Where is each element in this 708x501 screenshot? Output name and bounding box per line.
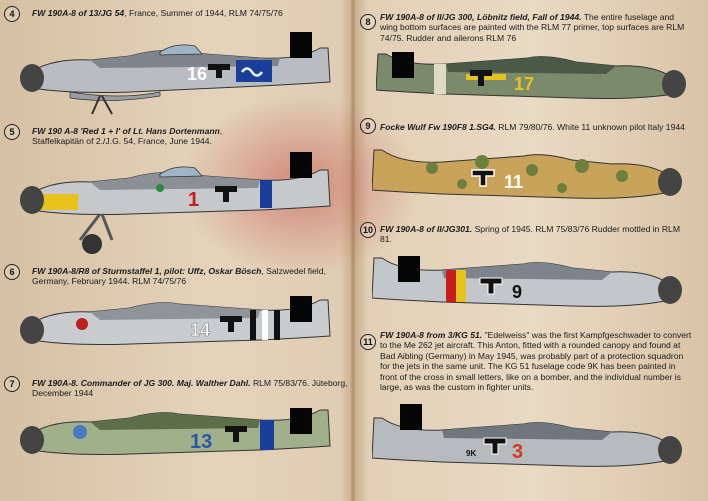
tail-block <box>290 152 312 178</box>
profile-caption: FW 190A-8. Commander of JG 300. Maj. Wal… <box>32 378 348 399</box>
profile-title: FW 190 A-8 'Red 1 + I' of Lt. Hans Dorte… <box>32 126 220 136</box>
fuselage-number: 9 <box>512 282 522 302</box>
fuselage-number: 11 <box>504 172 523 192</box>
profile-number: 5 <box>4 124 20 140</box>
profile-caption: FW 190A-8 of 13/JG 54, France, Summer of… <box>32 8 332 18</box>
profile-title: FW 190A-8 of 13/JG 54 <box>32 8 125 18</box>
profile-desc: The entire fuselage and wing bottom surf… <box>380 12 685 43</box>
profile-desc: December 1944 <box>32 388 94 399</box>
tail-block <box>398 256 420 282</box>
fuselage-number: 17 <box>514 74 534 94</box>
fuselage-number: 3 <box>512 441 523 463</box>
profile-title: FW 190A-8. Commander of JG 300. Maj. Wal… <box>32 378 251 388</box>
profile-desc: "Edelweiss" was the first Kampfgeschwade… <box>380 330 692 393</box>
fuselage-code: 9K <box>466 449 476 458</box>
profile-caption: Focke Wulf Fw 190F8 1.SG4. RLM 79/80/76.… <box>380 122 690 132</box>
profile-title: FW 190A-8/R8 of Sturmstaffel 1, pilot: U… <box>32 266 262 276</box>
aircraft-profile-7: 13 <box>20 409 331 455</box>
aircraft-profile-6: 14 <box>20 299 331 345</box>
profile-number: 9 <box>360 118 376 134</box>
profile-title: FW 190A-8 of II/JG 300, Löbnitz field, F… <box>380 12 582 22</box>
profile-desc: Germany, February 1944. RLM 74/75/76 <box>32 276 187 287</box>
fuselage-number: 16 <box>187 64 207 84</box>
profile-number: 10 <box>360 222 376 238</box>
aircraft-profile-11: 9K 3 <box>372 417 682 467</box>
tail-block <box>392 52 414 78</box>
profile-title: FW 190A-8 of II/JG301. <box>380 224 473 234</box>
aircraft-profile-5: 1 <box>20 166 331 254</box>
aircraft-profile-9: 11 <box>372 149 682 199</box>
fuselage-number: 13 <box>190 431 212 453</box>
aircraft-profile-4: 16 <box>20 44 331 115</box>
tail-block <box>290 408 312 434</box>
profile-caption: FW 190 A-8 'Red 1 + I' of Lt. Hans Dorte… <box>32 126 223 147</box>
profile-number: 8 <box>360 14 376 30</box>
tail-block <box>290 296 312 322</box>
profile-caption: FW 190A-8 from 3/KG 51. "Edelweiss" was … <box>380 330 695 392</box>
profile-number: 11 <box>360 334 376 350</box>
profile-title: Focke Wulf Fw 190F8 1.SG4. <box>380 122 496 132</box>
aircraft-profile-10: 9 <box>372 257 682 307</box>
fuselage-number: 14 <box>190 320 210 340</box>
profile-number: 7 <box>4 376 20 392</box>
profile-desc: Spring of 1945. RLM 75/83/76 Rudder mott… <box>380 224 680 245</box>
profile-desc: Staffelkapitän of 2./J.G. 54, France, Ju… <box>32 136 212 147</box>
profile-desc: RLM 79/80/76. White 11 unknown pilot Ita… <box>495 122 685 132</box>
profile-caption: FW 190A-8 of II/JG301. Spring of 1945. R… <box>380 224 680 245</box>
page-fold <box>350 0 356 501</box>
profile-number: 6 <box>4 264 20 280</box>
fuselage-number: 1 <box>188 189 199 211</box>
tail-block <box>400 404 422 430</box>
profile-caption: FW 190A-8 of II/JG 300, Löbnitz field, F… <box>380 12 690 43</box>
profile-title: FW 190A-8 from 3/KG 51. <box>380 330 483 340</box>
aircraft-profile-8: 17 <box>376 53 686 99</box>
tail-block <box>290 32 312 58</box>
profile-number: 4 <box>4 6 20 22</box>
profile-desc: , France, Summer of 1944, RLM 74/75/76 <box>124 8 283 18</box>
profile-caption: FW 190A-8/R8 of Sturmstaffel 1, pilot: U… <box>32 266 326 287</box>
